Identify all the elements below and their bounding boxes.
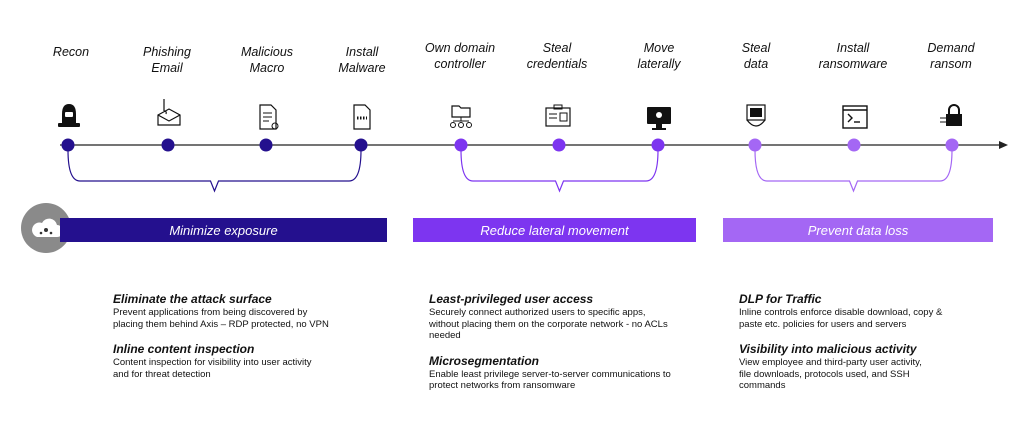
- stage-label-move-laterally: Move laterally: [637, 41, 681, 71]
- phishing-email-icon: [157, 99, 181, 126]
- ransom-lock-icon: [940, 104, 962, 126]
- item-text: Enable least privilege server-to-server …: [429, 368, 671, 392]
- group-brace: [754, 149, 953, 193]
- stage-label-steal-data: Steal data: [741, 41, 771, 71]
- item-text: Content inspection for visibility into u…: [113, 357, 312, 380]
- stage-dot: [161, 138, 175, 152]
- item-title: DLP for Traffic: [739, 292, 822, 306]
- stage-label-install-ransomware: Install ransomware: [818, 41, 888, 71]
- infected-monitor-icon: [647, 107, 671, 130]
- stage-label-phishing-email: Phishing Email: [143, 45, 191, 75]
- item-title: Microsegmentation: [429, 353, 540, 368]
- band-minimize-exposure: Minimize exposure: [60, 218, 387, 242]
- hacker-icon: [58, 104, 80, 127]
- stage-dot: [552, 138, 566, 152]
- item-text: Inline controls enforce disable download…: [739, 307, 943, 330]
- item-title: Inline content inspection: [113, 342, 255, 357]
- item-text: View employee and third-party user activ…: [739, 357, 922, 392]
- stage-dot: [945, 138, 959, 152]
- item-title: Least-privileged user access: [429, 292, 594, 306]
- group-brace: [67, 149, 362, 193]
- stage-dot: [354, 138, 368, 152]
- column-minimize-exposure: Eliminate the attack surface Prevent app…: [113, 292, 393, 392]
- stage-label-install-malware: Install Malware: [338, 45, 386, 75]
- cloud-icon: [32, 218, 63, 237]
- id-card-icon: [545, 104, 571, 127]
- stage-dot: [61, 138, 75, 152]
- stage-label-demand-ransom: Demand ransom: [927, 41, 975, 71]
- item-title: Eliminate the attack surface: [113, 292, 272, 306]
- terminal-icon: [842, 105, 868, 129]
- item-title: Visibility into malicious activity: [739, 342, 917, 357]
- data-theft-icon: [746, 104, 766, 127]
- stage-dot: [454, 138, 468, 152]
- band-prevent-data-loss: Prevent data loss: [723, 218, 993, 242]
- band-reduce-lateral-movement: Reduce lateral movement: [413, 218, 696, 242]
- stage-label-own-domain-controller: Own domain controller: [424, 41, 496, 71]
- stage-dot: [259, 138, 273, 152]
- group-brace: [460, 149, 659, 193]
- stage-dot: [847, 138, 861, 152]
- stage-dot: [748, 138, 762, 152]
- malicious-document-icon: [259, 104, 279, 130]
- stage-dot: [651, 138, 665, 152]
- timeline-arrowhead: [999, 141, 1008, 149]
- stage-label-steal-credentials: Steal credentials: [526, 41, 588, 71]
- column-prevent-data-loss: DLP for Traffic Inline controls enforce …: [739, 292, 1019, 404]
- stage-label-malicious-macro: Malicious Macro: [240, 45, 294, 75]
- column-reduce-lateral-movement: Least-privileged user access Securely co…: [429, 292, 709, 404]
- domain-controller-icon: [450, 105, 472, 128]
- item-text: Prevent applications from being discover…: [113, 307, 329, 330]
- binary-file-icon: [353, 104, 371, 130]
- item-text: Securely connect authorized users to spe…: [429, 307, 668, 342]
- stage-label-recon: Recon: [52, 45, 90, 59]
